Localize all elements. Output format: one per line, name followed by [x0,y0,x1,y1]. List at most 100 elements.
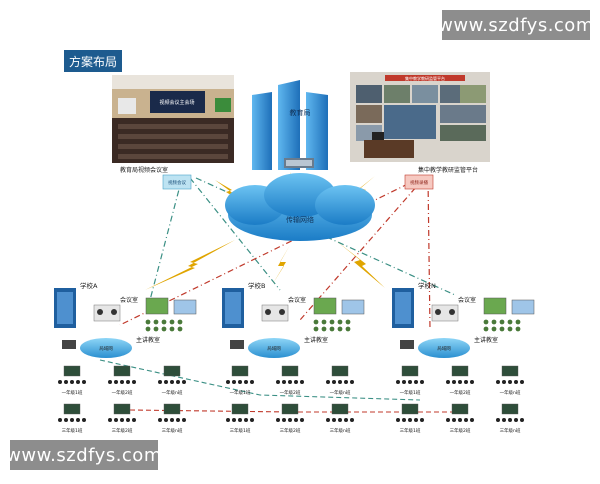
student-icon [396,380,400,384]
meeting-room-label: 会议室 [120,296,138,304]
student-icon [300,418,304,422]
student-icon [408,380,412,384]
plan-title: 方案布局 [64,50,122,72]
student-icon [169,326,175,332]
watermark-top: www.szdfys.com [438,10,593,40]
student-icon [496,380,500,384]
monitor-icon [145,297,169,315]
classroom-label: 一年级1班 [62,389,83,396]
student-icon [345,319,351,325]
student-icon [70,380,74,384]
school-clusters: 学校A会议室主讲教室局域网一年级1班一年级2班一年级n班三年级1班三年级2班三年… [54,281,535,434]
meeting-table [261,304,289,322]
student-icon [402,418,406,422]
student-icon [170,380,174,384]
lan-cloud [248,338,300,358]
person-icon [279,309,285,315]
student-icon [288,418,292,422]
student-icon [350,418,354,422]
classroom-board [163,365,181,377]
lan-label: 局域网 [99,345,113,352]
student-icon [132,380,136,384]
bureau-conference-room: 视频会议主会场 [112,75,234,163]
student-icon [396,418,400,422]
student-icon [170,418,174,422]
student-icon [337,326,343,332]
platform-screen-text: 集中教学教研监管平台 [405,75,445,81]
student-icon [514,380,518,384]
lan-cloud [418,338,470,358]
student-icon [470,380,474,384]
student-icon [491,319,497,325]
student-icon [496,418,500,422]
student-icon [164,380,168,384]
student-icon [332,380,336,384]
student-icon [288,380,292,384]
classroom-label: 一年级2班 [450,389,471,396]
student-icon [153,326,159,332]
person-icon [449,309,455,315]
student-icon [338,418,342,422]
classroom-board [63,403,81,415]
classroom-label: 一年级1班 [400,389,421,396]
classroom-label: 三年级1班 [62,427,83,434]
link-hall-to-school-a [149,177,183,301]
student-icon [82,380,86,384]
student-icon [446,380,450,384]
lecture-room-label: 主讲教室 [304,336,328,344]
student-icon [145,319,151,325]
student-icon [507,326,513,332]
student-icon [321,326,327,332]
classroom-label: 一年级n班 [500,389,521,396]
mcu-tag: 视频会议 [168,179,186,186]
student-icon [508,418,512,422]
student-icon [344,418,348,422]
student-icon [344,380,348,384]
laptop-icon [400,340,414,349]
hall-screen-text: 视频会议主会场 [159,99,194,106]
student-icon [326,418,330,422]
classroom-board [451,403,469,415]
student-icon [408,418,412,422]
student-icon [126,380,130,384]
lan-label: 局域网 [267,345,281,352]
meeting-table [93,304,121,322]
student-icon [499,326,505,332]
student-icon [226,418,230,422]
student-icon [321,319,327,325]
student-icon [514,418,518,422]
laptop-icon [62,340,76,349]
classroom-board [281,365,299,377]
student-icon [452,418,456,422]
student-icon [158,380,162,384]
student-icon [502,380,506,384]
bolt-cloud-school-b [272,245,290,285]
school-name: 学校N [418,281,436,290]
student-icon [414,380,418,384]
student-icon [120,418,124,422]
student-icon [294,418,298,422]
student-icon [300,380,304,384]
monitor-icon [483,297,507,315]
server-panel [395,292,411,324]
student-icon [464,418,468,422]
student-icon [282,380,286,384]
student-icon [126,418,130,422]
student-icon [244,380,248,384]
student-icon [420,380,424,384]
person-icon [111,309,117,315]
classroom-board [113,365,131,377]
student-icon [499,319,505,325]
student-icon [282,418,286,422]
student-icon [470,418,474,422]
student-icon [446,418,450,422]
laptop-icon [230,340,244,349]
student-icon [276,418,280,422]
server-panel [225,292,241,324]
bolt-hall-cloud [215,180,246,204]
student-icon [120,380,124,384]
student-icon [153,319,159,325]
student-icon [329,319,335,325]
bolt-cloud-school-n [335,240,385,288]
